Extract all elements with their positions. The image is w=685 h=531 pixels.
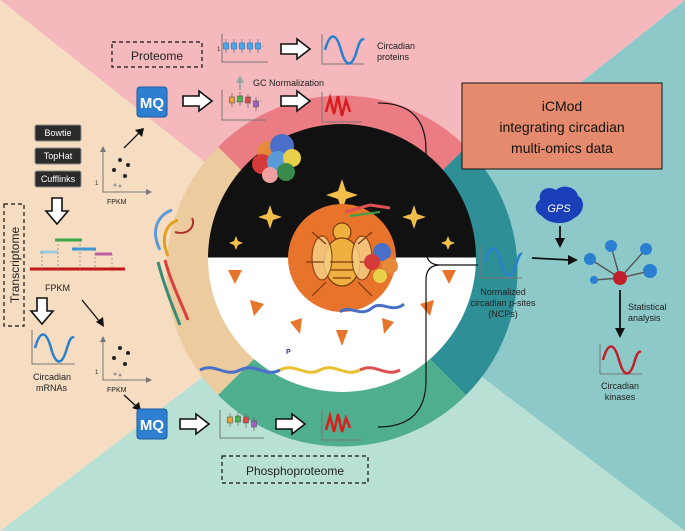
right-arrow-icon <box>179 412 211 436</box>
transcriptome-label: Transcriptome <box>8 227 22 304</box>
circadian-kinase-wave-icon <box>599 344 642 375</box>
icmod-title-line2: integrating circadian <box>499 119 624 135</box>
arrow-to-scatter <box>81 299 101 323</box>
star-icon <box>229 179 455 250</box>
maxquant-icon-phospho: MQ <box>136 408 168 440</box>
proteome-section: Proteome 1 Circadian proteins GC Normali… <box>111 34 415 123</box>
gps-icon: GPS <box>535 186 583 224</box>
ncp-wave-icon <box>480 244 523 279</box>
normalized-scale-one: 1 <box>217 47 221 53</box>
proteome-label: Proteome <box>131 49 183 63</box>
transcriptome-section: Bowtie TopHat Cufflinks Transcriptome <box>3 124 152 411</box>
down-arrow-icon <box>44 197 70 226</box>
arrow-to-maxquant <box>123 131 141 149</box>
fpkm-scatter-plot-upper <box>100 146 152 195</box>
read-alignment-icon <box>30 238 125 271</box>
gc-normalization-label: GC Normalization <box>253 78 324 88</box>
fpkm-label-lower: FPKM <box>107 387 127 394</box>
circadian-protein-red-wave-icon <box>321 92 362 123</box>
up-arrow-icon <box>236 75 244 90</box>
fpkm-label-center: FPKM <box>45 283 70 293</box>
icmod-title-line1: iCMod <box>542 98 582 114</box>
arrow-to-phospho-maxquant <box>123 394 138 408</box>
svg-text:Bowtie: Bowtie <box>44 128 71 138</box>
phosphoproteome-section: MQ Phosphoproteome <box>136 408 369 484</box>
ncps-label-line3: (NCPs) <box>488 309 518 319</box>
ncps-label-line2: circadian p-sites <box>470 298 536 308</box>
tophat-tool: TopHat <box>34 147 82 165</box>
fpkm-label-upper: FPKM <box>107 199 127 206</box>
phospho-red-wave-icon <box>321 410 362 441</box>
icmod-title-box <box>461 82 663 170</box>
right-arrow-icon <box>275 412 307 436</box>
right-arrow-icon <box>280 37 312 61</box>
day-half <box>208 258 476 392</box>
right-arrow-icon <box>280 89 312 113</box>
scatter-upper-one: 1 <box>95 181 99 187</box>
svg-text:Cufflinks: Cufflinks <box>41 174 76 184</box>
svg-text:TopHat: TopHat <box>44 151 73 161</box>
fruit-fly-icon <box>306 222 378 297</box>
icmod-title-line3: multi-omics data <box>511 140 613 156</box>
ncps-label-line1: Normalized <box>480 287 526 297</box>
circadian-mrnas-label-line2: mRNAs <box>36 383 67 393</box>
icmod-section: iCMod integrating circadian multi-omics … <box>461 82 667 402</box>
arrow-to-network <box>531 257 571 261</box>
right-arrow-icon <box>182 89 214 113</box>
phospho-marker: P <box>286 349 291 356</box>
circadian-proteins-label-line1: Circadian <box>377 41 415 51</box>
cufflinks-tool: Cufflinks <box>34 170 82 188</box>
circadian-mrnas-label-line1: Circadian <box>33 372 71 382</box>
phosphoproteome-label: Phosphoproteome <box>246 464 344 478</box>
rna-hairpin-icon <box>154 208 194 326</box>
peptide-chain-icon <box>199 366 401 374</box>
statistical-analysis-label-line2: analysis <box>628 313 661 323</box>
svg-text:MQ: MQ <box>140 95 164 112</box>
protein-structure-icon <box>252 134 301 183</box>
scatter-lower-one: 1 <box>95 370 99 376</box>
circadian-mrna-wave-icon <box>31 330 75 365</box>
circadian-kinases-label-line1: Circadian <box>601 381 639 391</box>
fpkm-scatter-plot-lower <box>100 336 152 383</box>
svg-text:GPS: GPS <box>547 203 571 215</box>
bowtie-tool: Bowtie <box>34 124 82 142</box>
phosphoprotein-structure-icon <box>339 203 405 314</box>
phosphoproteome-label-box <box>221 455 369 484</box>
svg-text:MQ: MQ <box>140 417 164 434</box>
transcriptome-label-box <box>3 203 25 327</box>
circadian-proteins-label-line2: proteins <box>377 52 410 62</box>
proteome-label-box <box>111 41 203 68</box>
down-arrow-icon <box>29 297 55 326</box>
circadian-protein-wave-icon <box>321 34 365 65</box>
kinase-network-icon <box>584 240 657 285</box>
central-circle: P <box>154 95 518 447</box>
maxquant-icon-proteome: MQ <box>136 86 168 118</box>
circadian-kinases-label-line2: kinases <box>605 392 636 402</box>
statistical-analysis-label-line1: Statistical <box>628 302 667 312</box>
